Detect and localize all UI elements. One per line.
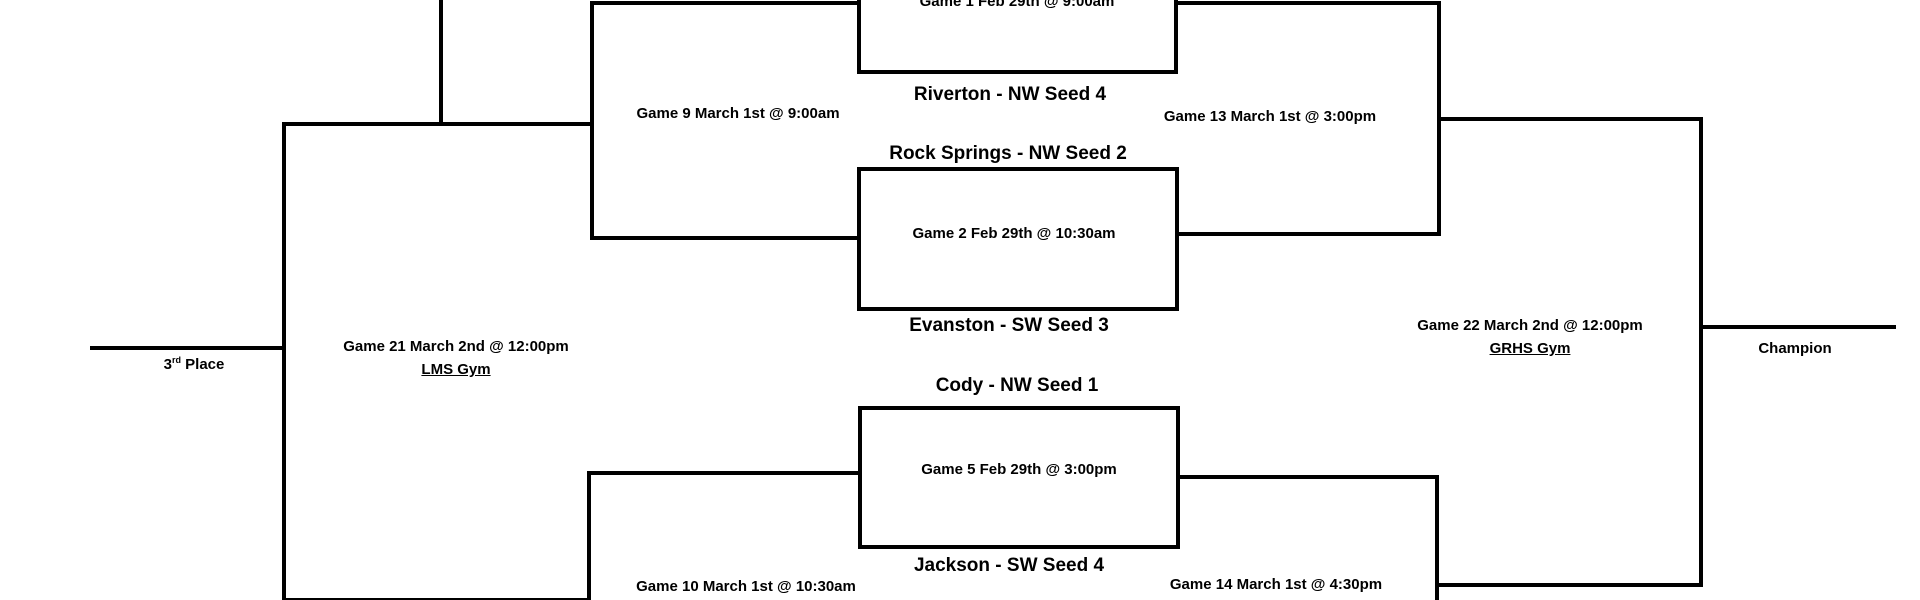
third-place-label: 3rd Place — [163, 355, 225, 373]
game-10-label: Game 10 March 1st @ 10:30am — [636, 578, 856, 595]
game-5-label: Game 5 Feb 29th @ 3:00pm — [921, 461, 1117, 478]
game-22-bracket — [1435, 117, 1703, 587]
team-jackson: Jackson - SW Seed 4 — [913, 555, 1105, 576]
game-1-box — [857, 0, 1178, 74]
champion-label: Champion — [1758, 340, 1832, 357]
team-evanston: Evanston - SW Seed 3 — [909, 315, 1109, 336]
game-14-label: Game 14 March 1st @ 4:30pm — [1169, 576, 1383, 593]
game-21-venue: LMS Gym — [421, 361, 491, 378]
team-rock-springs: Rock Springs - NW Seed 2 — [889, 143, 1127, 164]
game-13-label: Game 13 March 1st @ 3:00pm — [1163, 108, 1377, 125]
game-14-bracket — [1176, 475, 1439, 600]
third-place-word: Place — [185, 356, 225, 373]
game-10-bracket — [587, 471, 862, 600]
game-22-label: Game 22 March 2nd @ 12:00pm — [1417, 317, 1643, 334]
game-22-venue: GRHS Gym — [1489, 340, 1571, 357]
game-21-loser-line — [282, 122, 594, 600]
team-riverton: Riverton - NW Seed 4 — [913, 84, 1107, 105]
game-2-label: Game 2 Feb 29th @ 10:30am — [912, 225, 1116, 242]
game-9-bracket — [590, 1, 861, 240]
game-9-label: Game 9 March 1st @ 9:00am — [636, 105, 840, 122]
team-cody: Cody - NW Seed 1 — [935, 375, 1099, 396]
game-21-label: Game 21 March 2nd @ 12:00pm — [343, 338, 569, 355]
third-place-suffix: rd — [171, 355, 181, 365]
third-place-number: 3 — [163, 356, 172, 373]
game-1-label: Game 1 Feb 29th @ 9:00am — [919, 0, 1115, 10]
